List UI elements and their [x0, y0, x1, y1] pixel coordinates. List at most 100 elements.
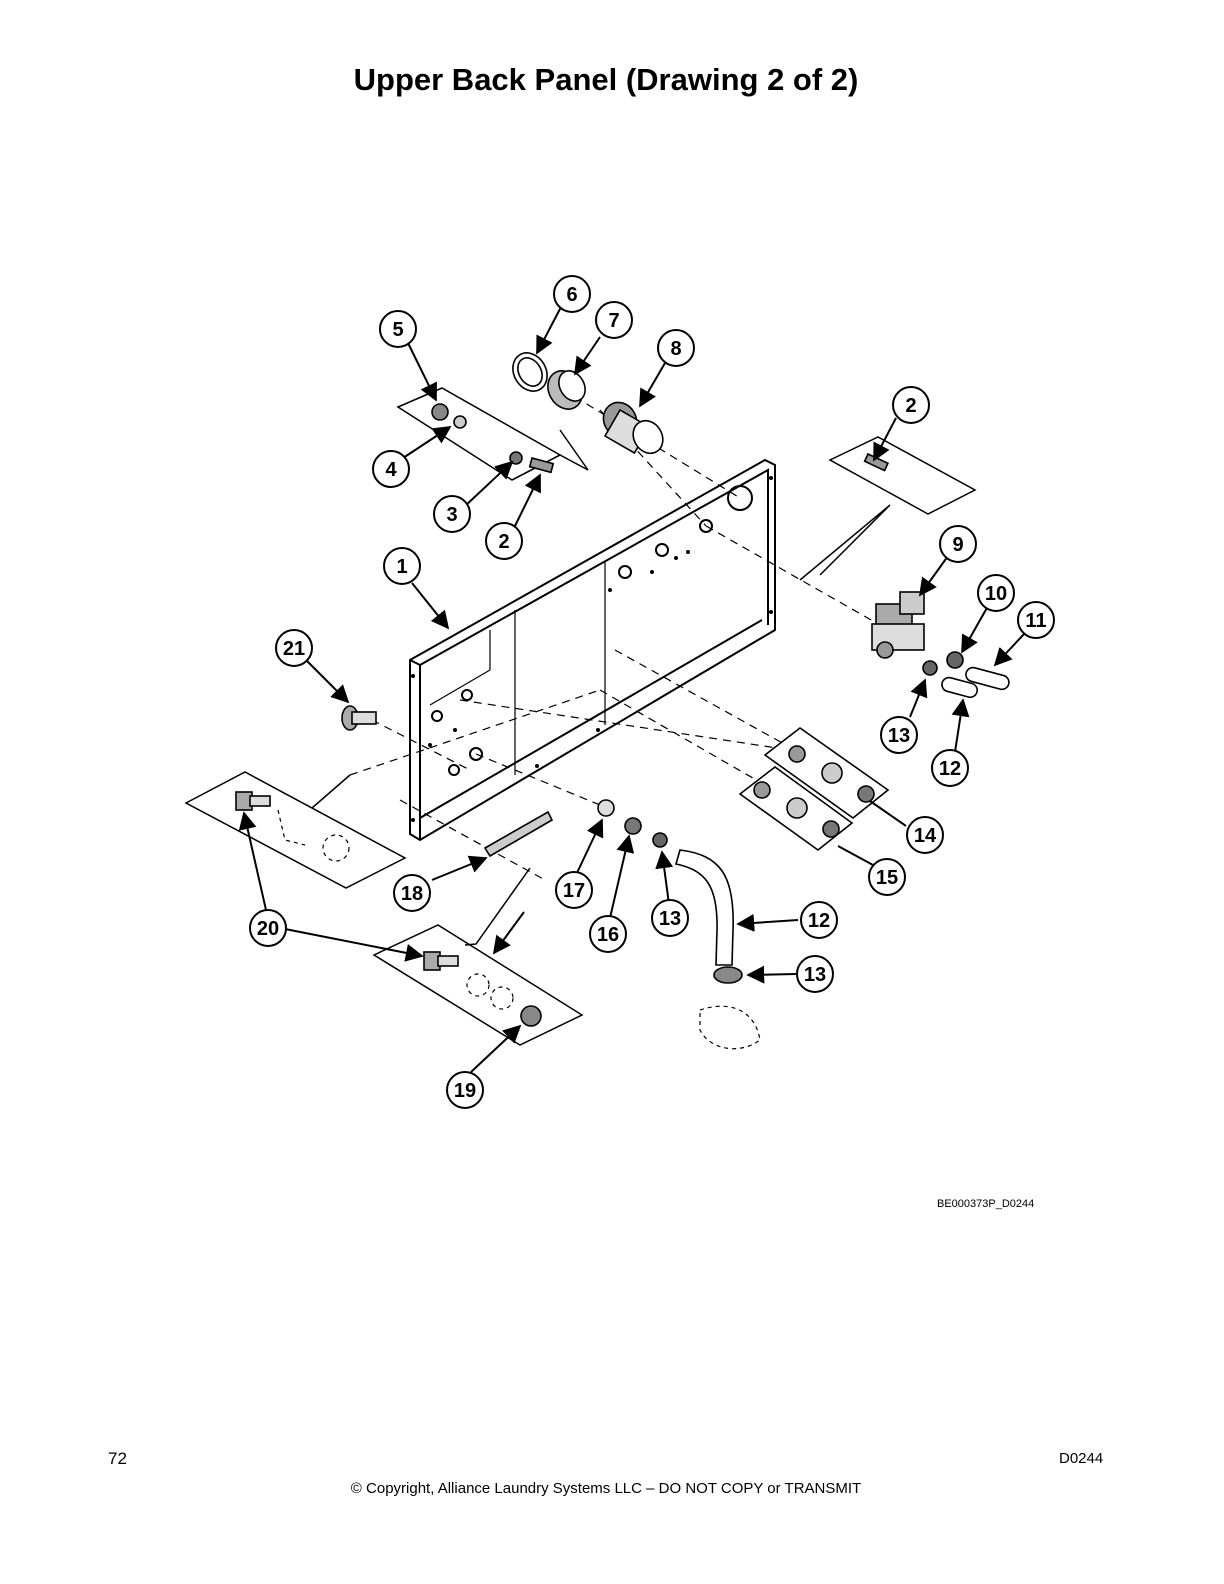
bent-hose [674, 849, 734, 966]
clamp [946, 651, 964, 669]
callout-circle [446, 1071, 484, 1109]
clamp [922, 660, 938, 676]
callout-6: 6 [553, 275, 591, 313]
callout-13: 13 [880, 716, 918, 754]
callout-number: 20 [257, 918, 279, 940]
callout-number: 21 [283, 638, 305, 660]
hose-clamp-ring [512, 352, 548, 392]
callout-number: 19 [454, 1080, 476, 1102]
callout-4: 4 [372, 450, 410, 488]
callout-circle [880, 716, 918, 754]
washer [597, 799, 615, 817]
callout-13: 13 [651, 899, 689, 937]
hose-clamp [713, 966, 743, 984]
callout-circle [651, 899, 689, 937]
callout-number: 6 [566, 284, 577, 306]
callout-circle [800, 901, 838, 939]
callout-circle [275, 629, 313, 667]
callout-number: 15 [876, 867, 898, 889]
leader-lines [837, 800, 907, 866]
callout-10: 10 [977, 574, 1015, 612]
callout-21: 21 [275, 629, 313, 667]
callout-number: 2 [905, 395, 916, 417]
callout-number: 10 [985, 583, 1007, 605]
callout-number: 12 [939, 758, 961, 780]
callout-number: 5 [392, 319, 403, 341]
callout-2: 2 [485, 522, 523, 560]
callout-circle [433, 495, 471, 533]
callout-group: 6 7 5 8 2 4 3 2 9 1 10 11 21 13 12 14 15 18 17 16 13 12 20 13 19 [249, 275, 1055, 1109]
callout-19: 19 [446, 1071, 484, 1109]
callout-number: 3 [446, 504, 457, 526]
hex-bolt [423, 951, 459, 971]
callout-circle [553, 275, 591, 313]
vent-fitting [602, 401, 664, 455]
callout-circle [977, 574, 1015, 612]
bracket [483, 810, 554, 858]
water-valve [871, 591, 925, 659]
grommet [547, 370, 586, 410]
hose [965, 666, 1010, 691]
callout-9: 9 [939, 525, 977, 563]
callout-12: 12 [800, 901, 838, 939]
copyright-notice: © Copyright, Alliance Laundry Systems LL… [350, 1480, 862, 1497]
callout-circle [379, 310, 417, 348]
callout-circle [595, 301, 633, 339]
callout-circle [555, 871, 593, 909]
callout-13: 13 [796, 955, 834, 993]
callout-circle [892, 386, 930, 424]
clamp [652, 832, 668, 848]
callout-number: 9 [952, 534, 963, 556]
callout-circle [868, 858, 906, 896]
callout-15: 15 [868, 858, 906, 896]
callout-18: 18 [393, 874, 431, 912]
callout-number: 13 [659, 908, 681, 930]
callout-number: 12 [808, 910, 830, 932]
callout-number: 18 [401, 883, 423, 905]
callout-circle [393, 874, 431, 912]
callout-circle [383, 547, 421, 585]
callout-2: 2 [892, 386, 930, 424]
callout-circle [589, 915, 627, 953]
callout-20: 20 [249, 909, 287, 947]
hose [941, 676, 979, 699]
callout-12: 12 [931, 749, 969, 787]
callout-circle [485, 522, 523, 560]
nut [431, 403, 449, 421]
callout-16: 16 [589, 915, 627, 953]
callout-circle [1017, 601, 1055, 639]
callout-5: 5 [379, 310, 417, 348]
callout-circle [249, 909, 287, 947]
hex-bolt [235, 791, 271, 811]
callout-number: 7 [608, 310, 619, 332]
callout-17: 17 [555, 871, 593, 909]
page-title: Upper Back Panel (Drawing 2 of 2) [353, 62, 859, 97]
page-number: 72 [108, 1449, 127, 1468]
flange-nut [520, 1005, 542, 1027]
callout-number: 16 [597, 924, 619, 946]
callout-number: 13 [804, 964, 826, 986]
callout-number: 4 [385, 459, 397, 481]
callout-number: 11 [1025, 610, 1046, 632]
callout-11: 11 [1017, 601, 1055, 639]
leader-arrows [238, 306, 1026, 1073]
callout-circle [939, 525, 977, 563]
callout-number: 14 [914, 825, 937, 847]
parts [235, 352, 1010, 1050]
callout-circle [906, 816, 944, 854]
callout-7: 7 [595, 301, 633, 339]
doc-code: D0244 [1059, 1450, 1104, 1467]
callout-number: 8 [670, 338, 681, 360]
callout-circle [796, 955, 834, 993]
nut [624, 817, 642, 835]
shoulder-bolt [341, 705, 377, 731]
callout-number: 2 [498, 531, 509, 553]
callout-number: 1 [396, 556, 407, 578]
callout-8: 8 [657, 329, 695, 367]
callout-14: 14 [906, 816, 944, 854]
callout-1: 1 [383, 547, 421, 585]
callout-circle [931, 749, 969, 787]
back-panel [409, 458, 776, 842]
callout-number: 17 [563, 880, 585, 902]
